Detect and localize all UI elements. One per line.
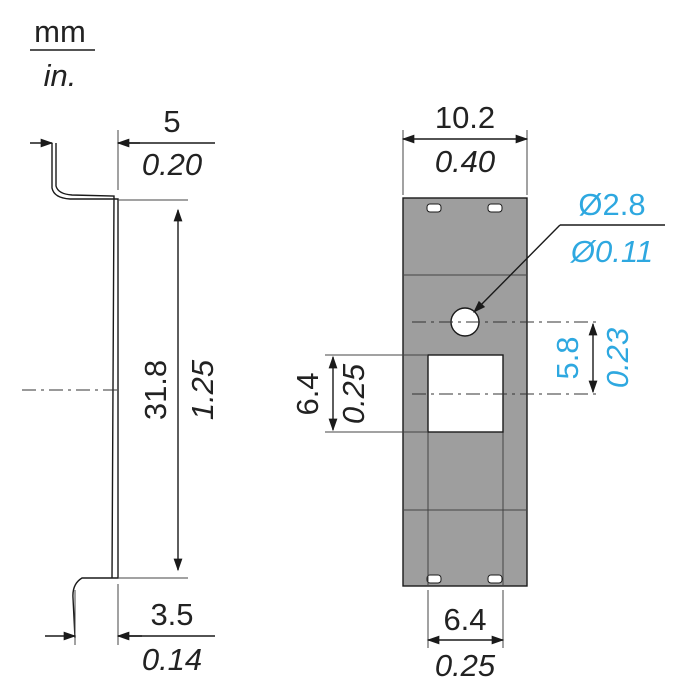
top-notch-left <box>426 203 442 213</box>
side-top-width-in: 0.20 <box>142 147 202 182</box>
top-notch-right <box>487 203 503 213</box>
hole-offset-in: 0.23 <box>600 328 635 388</box>
window-height-mm: 6.4 <box>290 372 325 415</box>
side-bottom-width-in: 0.14 <box>142 642 202 677</box>
bottom-notch-right <box>487 574 503 584</box>
front-width-mm: 10.2 <box>435 100 495 135</box>
side-profile-inner <box>55 143 115 579</box>
hole-diameter-mm: Ø2.8 <box>578 187 645 222</box>
side-view: 5 0.20 31.8 1.25 3.5 0.14 <box>22 104 220 677</box>
window-height-in: 0.25 <box>336 363 371 424</box>
side-height-in: 1.25 <box>185 359 220 420</box>
unit-mm-label: mm <box>34 14 86 49</box>
front-bottom-width-in: 0.25 <box>435 648 496 683</box>
side-profile-outline <box>51 143 119 639</box>
front-bottom-width-mm: 6.4 <box>443 602 486 637</box>
hole-offset-mm: 5.8 <box>550 336 585 379</box>
units-legend: mm in. <box>30 14 95 93</box>
hole-leader-line <box>473 224 561 313</box>
bottom-notch-left <box>426 574 442 584</box>
side-bottom-width-mm: 3.5 <box>150 597 193 632</box>
side-top-width-mm: 5 <box>163 104 180 139</box>
hole-diameter-in: Ø0.11 <box>570 234 653 269</box>
front-width-in: 0.40 <box>435 144 495 179</box>
side-height-mm: 31.8 <box>138 360 173 420</box>
unit-inch-label: in. <box>44 58 77 93</box>
front-view: 10.2 0.40 Ø2.8 Ø0.11 5.8 0.23 6.4 0.25 6… <box>290 100 665 683</box>
